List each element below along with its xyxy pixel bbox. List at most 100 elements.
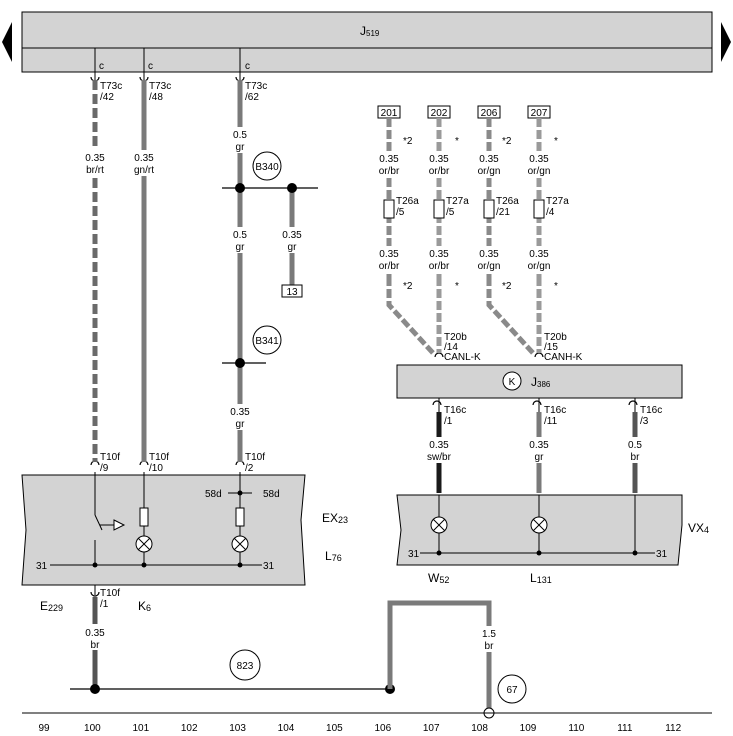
splice-dot-B340-branch	[287, 183, 297, 193]
svg-text:31: 31	[263, 561, 275, 572]
svg-text:0.35: 0.35	[379, 154, 399, 165]
ruler-number: 99	[38, 723, 50, 734]
L131-label: L131	[530, 571, 552, 585]
switch-EX23	[21, 474, 306, 586]
svg-text:/62: /62	[245, 92, 259, 103]
can-wires	[386, 118, 542, 355]
svg-text:T10f: T10f	[149, 452, 169, 463]
wire-br-1-5	[387, 600, 492, 712]
svg-text:67: 67	[506, 685, 518, 696]
wire-label-gr-low: 0.35 gr	[226, 404, 254, 430]
splice-dot-B341	[235, 358, 245, 368]
svg-text:T10f: T10f	[100, 588, 120, 599]
svg-text:gr: gr	[236, 419, 246, 430]
svg-text:0.35: 0.35	[429, 249, 449, 260]
EX23-label: EX23	[322, 511, 348, 525]
svg-text:or/gn: or/gn	[528, 261, 551, 272]
svg-text:T20b: T20b	[544, 332, 567, 343]
svg-text:/1: /1	[100, 599, 109, 610]
svg-text:or/br: or/br	[429, 261, 450, 272]
svg-text:0.35: 0.35	[379, 249, 399, 260]
ground-connection-823	[229, 649, 261, 681]
svg-text:0.5: 0.5	[233, 130, 247, 141]
svg-text:31: 31	[408, 549, 420, 560]
svg-text:823: 823	[237, 661, 254, 672]
svg-text:/21: /21	[496, 207, 510, 218]
ruler-number: 112	[665, 723, 681, 734]
svg-text:201: 201	[381, 108, 398, 119]
svg-text:207: 207	[531, 108, 548, 119]
svg-text:31: 31	[36, 561, 48, 572]
ruler-number: 111	[617, 723, 633, 734]
J386-label: J386	[531, 375, 551, 389]
svg-text:0.35: 0.35	[134, 153, 154, 164]
wire-label-br-ground: 0.35 br	[80, 624, 110, 651]
J519-label: J519	[360, 24, 380, 38]
splice-dot-B340	[235, 183, 245, 193]
svg-text:T27a: T27a	[446, 196, 469, 207]
inline-connectors: T26a/5 T27a/5 T26a/21 T27a/4	[383, 196, 569, 219]
svg-text:T73c: T73c	[149, 81, 171, 92]
can-asterisks: *2 * *2 * *2 * *2 *	[403, 136, 558, 292]
svg-text:or/gn: or/gn	[478, 166, 501, 177]
ruler-number: 101	[132, 723, 149, 734]
bulb-K6	[135, 535, 153, 553]
wire-label-br-1-5: 1.5 br	[477, 626, 501, 652]
svg-text:gr: gr	[535, 452, 545, 463]
svg-text:T26a: T26a	[396, 196, 419, 207]
next-page-arrow[interactable]	[721, 22, 731, 62]
svg-text:gr: gr	[236, 142, 246, 153]
svg-text:0.35: 0.35	[85, 628, 105, 639]
k-symbol	[502, 371, 522, 391]
pin-c-2: c	[148, 61, 153, 72]
ruler-number: 105	[326, 723, 343, 734]
svg-text:br: br	[485, 641, 495, 652]
svg-text:0.35: 0.35	[479, 154, 499, 165]
svg-text:0.35: 0.35	[230, 407, 250, 418]
svg-text:/5: /5	[446, 207, 455, 218]
svg-text:B340: B340	[255, 162, 279, 173]
connection-B340	[252, 151, 282, 181]
svg-text:*: *	[554, 281, 558, 292]
svg-text:T16c: T16c	[640, 405, 662, 416]
prev-page-arrow[interactable]	[2, 22, 12, 62]
svg-text:gn/rt: gn/rt	[134, 165, 154, 176]
svg-text:or/br: or/br	[429, 166, 450, 177]
svg-text:T10f: T10f	[100, 452, 120, 463]
svg-text:0.35: 0.35	[479, 249, 499, 260]
ruler-number: 100	[84, 723, 101, 734]
ruler-number: 109	[520, 723, 537, 734]
svg-text:13: 13	[286, 287, 298, 298]
svg-text:gr: gr	[288, 242, 298, 253]
W52-label: W52	[428, 571, 449, 585]
ruler-number: 107	[423, 723, 440, 734]
svg-text:*2: *2	[403, 136, 413, 147]
svg-text:58d: 58d	[263, 489, 280, 500]
svg-text:sw/br: sw/br	[427, 452, 452, 463]
control-unit-J519	[21, 11, 713, 73]
ruler-number: 104	[278, 723, 295, 734]
svg-text:T16c: T16c	[444, 405, 466, 416]
svg-text:*2: *2	[502, 136, 512, 147]
svg-text:br/rt: br/rt	[86, 165, 104, 176]
svg-text:/11: /11	[544, 416, 558, 427]
svg-text:0.35: 0.35	[429, 154, 449, 165]
ref-boxes: 201 202 206 207	[377, 105, 551, 119]
ruler-number: 106	[374, 723, 391, 734]
svg-text:or/br: or/br	[379, 166, 400, 177]
svg-text:or/gn: or/gn	[478, 261, 501, 272]
svg-text:202: 202	[431, 108, 448, 119]
svg-text:T27a: T27a	[546, 196, 569, 207]
svg-text:T16c: T16c	[544, 405, 566, 416]
svg-text:0.35: 0.35	[85, 153, 105, 164]
bulb-L76	[231, 535, 249, 553]
svg-text:K: K	[509, 377, 516, 388]
ruler-number: 108	[471, 723, 488, 734]
svg-text:206: 206	[481, 108, 498, 119]
svg-text:/10: /10	[149, 463, 163, 474]
pin-c-3: c	[245, 61, 250, 72]
wire-label-br-rt: 0.35 br/rt	[80, 150, 110, 176]
